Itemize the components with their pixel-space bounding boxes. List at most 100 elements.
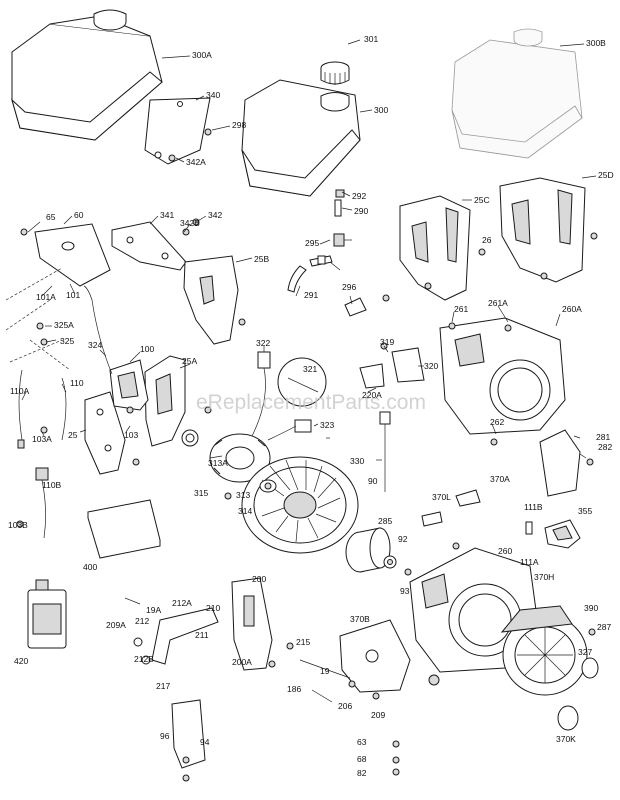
part-label-206[interactable]: 206: [338, 701, 352, 711]
part-label-261[interactable]: 261: [454, 304, 468, 314]
part-label-90[interactable]: 90: [368, 476, 378, 486]
part-label-292[interactable]: 292: [352, 191, 366, 201]
part-label-314[interactable]: 314: [238, 506, 252, 516]
part-label-209[interactable]: 209: [371, 710, 385, 720]
part-label-322[interactable]: 322: [256, 338, 270, 348]
part-label-96[interactable]: 96: [160, 731, 170, 741]
part-label-301[interactable]: 301: [364, 34, 378, 44]
baffle-25a-drawing: [144, 355, 186, 447]
part-label-19[interactable]: 19: [320, 666, 330, 676]
part-label-25c[interactable]: 25C: [474, 195, 490, 205]
part-label-260a[interactable]: 260A: [562, 304, 582, 314]
part-label-260[interactable]: 260: [498, 546, 512, 556]
part-label-420[interactable]: 420: [14, 656, 28, 666]
part-label-100[interactable]: 100: [140, 344, 154, 354]
part-label-323[interactable]: 323: [320, 420, 334, 430]
part-label-25[interactable]: 25: [68, 430, 78, 440]
part-label-370b[interactable]: 370B: [350, 614, 370, 624]
screen-sleeve-285-drawing: [345, 527, 397, 573]
part-label-390[interactable]: 390: [584, 603, 598, 613]
part-label-186[interactable]: 186: [287, 684, 301, 694]
part-label-19a[interactable]: 19A: [146, 605, 161, 615]
part-label-212[interactable]: 212: [135, 616, 149, 626]
part-label-68[interactable]: 68: [357, 754, 367, 764]
part-label-25b[interactable]: 25B: [254, 254, 269, 264]
part-label-103[interactable]: 103: [124, 430, 138, 440]
part-label-103a[interactable]: 103A: [32, 434, 52, 444]
part-label-327[interactable]: 327: [578, 647, 592, 657]
part-label-355[interactable]: 355: [578, 506, 592, 516]
part-label-295[interactable]: 295: [305, 238, 319, 248]
part-label-209a[interactable]: 209A: [106, 620, 126, 630]
part-label-25a[interactable]: 25A: [182, 356, 197, 366]
control-bracket-200-right-drawing: [339, 619, 411, 693]
part-label-111a[interactable]: 111A: [520, 557, 539, 567]
part-label-296[interactable]: 296: [342, 282, 356, 292]
baffle-25b-drawing: [183, 255, 239, 345]
part-label-315[interactable]: 315: [194, 488, 208, 498]
part-label-212b[interactable]: 212B: [134, 654, 154, 664]
part-label-211[interactable]: 211: [195, 630, 209, 640]
part-label-217[interactable]: 217: [156, 681, 170, 691]
part-label-300a[interactable]: 300A: [192, 50, 212, 60]
part-label-261a[interactable]: 261A: [488, 298, 508, 308]
watermark: eReplacementParts.com: [196, 391, 426, 414]
baffle-25c-drawing: [399, 195, 471, 301]
part-label-210[interactable]: 210: [206, 603, 220, 613]
part-label-325a[interactable]: 325A: [54, 320, 74, 330]
part-label-400[interactable]: 400: [83, 562, 97, 572]
part-label-282[interactable]: 282: [598, 442, 612, 452]
part-label-110b[interactable]: 110B: [42, 480, 62, 490]
part-label-342a[interactable]: 342A: [186, 157, 206, 167]
stator-315-drawing: [181, 351, 312, 483]
part-label-63[interactable]: 63: [357, 737, 367, 747]
part-label-60[interactable]: 60: [74, 210, 84, 220]
part-label-291[interactable]: 291: [304, 290, 318, 300]
part-label-111b[interactable]: 111B: [524, 502, 543, 512]
part-label-103b[interactable]: 103B: [8, 520, 28, 530]
part-label-320[interactable]: 320: [424, 361, 438, 371]
part-label-298[interactable]: 298: [232, 120, 246, 130]
part-label-370a[interactable]: 370A: [490, 474, 510, 484]
part-label-287[interactable]: 287: [597, 622, 611, 632]
part-label-65[interactable]: 65: [46, 212, 56, 222]
part-label-101a[interactable]: 101A: [36, 292, 56, 302]
part-label-262[interactable]: 262: [490, 417, 504, 427]
part-label-342[interactable]: 342: [208, 210, 222, 220]
part-label-313a[interactable]: 313A: [208, 458, 228, 468]
part-label-93[interactable]: 93: [400, 586, 410, 596]
part-label-101[interactable]: 101: [66, 290, 80, 300]
part-label-290[interactable]: 290: [354, 206, 368, 216]
part-label-212a[interactable]: 212A: [172, 598, 192, 608]
part-label-110[interactable]: 110: [70, 378, 84, 388]
part-label-342b[interactable]: 342B: [180, 218, 200, 228]
part-label-321[interactable]: 321: [303, 364, 317, 374]
part-label-325[interactable]: 325: [60, 336, 74, 346]
bracket-320-drawing: [359, 347, 425, 389]
part-label-330[interactable]: 330: [350, 456, 364, 466]
part-label-300b[interactable]: 300B: [586, 38, 606, 48]
part-label-319[interactable]: 319: [380, 337, 394, 347]
part-label-26[interactable]: 26: [482, 235, 492, 245]
bracket-200-bottom-drawing: [171, 699, 206, 769]
part-label-92[interactable]: 92: [398, 534, 408, 544]
part-label-324[interactable]: 324: [88, 340, 102, 350]
part-label-94[interactable]: 94: [200, 737, 210, 747]
part-label-215[interactable]: 215: [296, 637, 310, 647]
part-label-281[interactable]: 281: [596, 432, 610, 442]
part-label-200a[interactable]: 200A: [232, 657, 252, 667]
part-label-340[interactable]: 340: [206, 90, 220, 100]
part-label-82[interactable]: 82: [357, 768, 367, 778]
part-label-200[interactable]: 200: [252, 574, 266, 584]
part-label-370h[interactable]: 370H: [534, 572, 554, 582]
part-label-341[interactable]: 341: [160, 210, 174, 220]
part-label-25d[interactable]: 25D: [598, 170, 614, 180]
part-labels: 300A 301 300B 340 298 300 342A 292 290 25C 25D 65 60…: [8, 34, 614, 778]
part-label-370l[interactable]: 370L: [432, 492, 451, 502]
part-label-313[interactable]: 313: [236, 490, 250, 500]
part-label-300[interactable]: 300: [374, 105, 388, 115]
part-label-285[interactable]: 285: [378, 516, 392, 526]
part-label-370k[interactable]: 370K: [556, 734, 576, 744]
part-label-220a[interactable]: 220A: [362, 390, 382, 400]
part-label-110a[interactable]: 110A: [10, 386, 30, 396]
